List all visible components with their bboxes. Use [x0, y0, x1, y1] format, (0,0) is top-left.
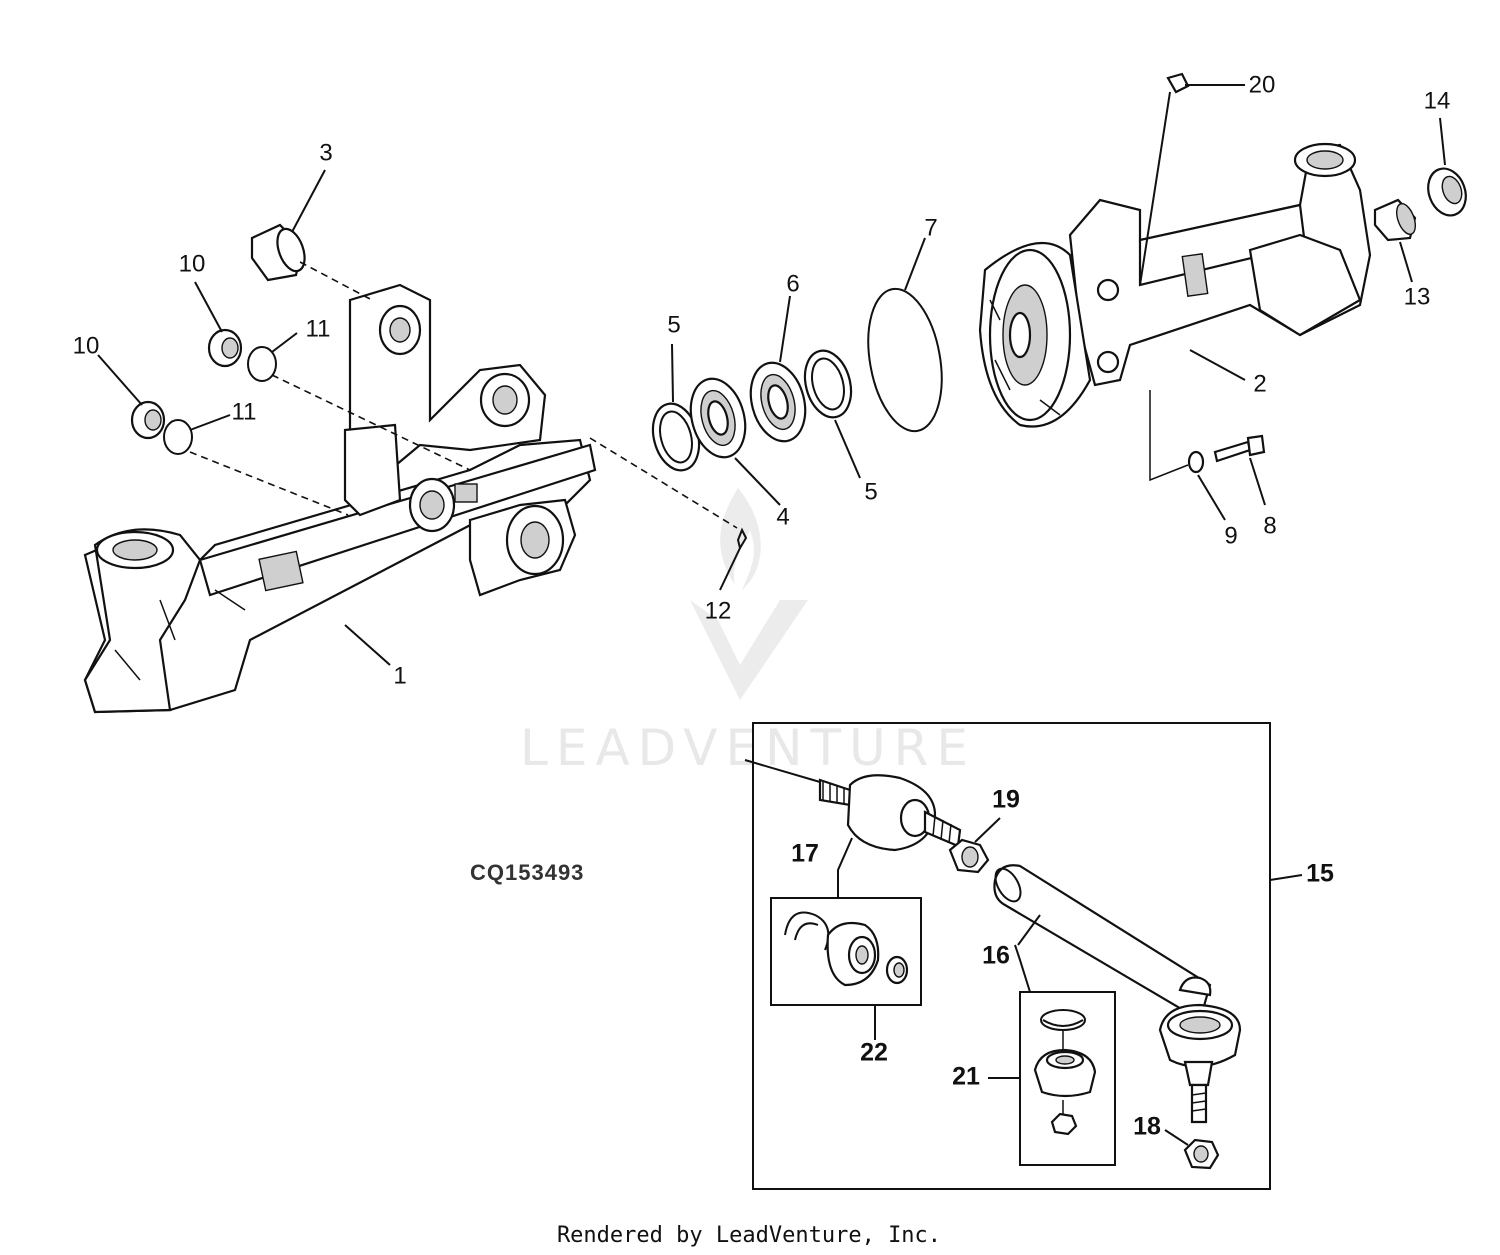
bushing-part-14[interactable] [1422, 163, 1472, 220]
callout-labels: 3 10 11 10 11 5 6 7 4 5 12 1 20 14 13 2 … [73, 71, 1451, 1140]
tie-rod-end-part-17[interactable] [818, 774, 962, 852]
footer-credit: Rendered by LeadVenture, Inc. [557, 1223, 941, 1248]
boot-kit-part-22[interactable] [770, 897, 922, 1006]
leader-lines-top [97, 84, 1446, 666]
callout-20: 20 [1249, 71, 1276, 98]
o-ring-part-11a[interactable] [247, 346, 277, 382]
boot-kit-part-21[interactable] [1019, 991, 1116, 1166]
watermark-text: LEADVENTURE [520, 719, 976, 777]
callout-5b: 5 [864, 478, 877, 505]
callout-15: 15 [1306, 860, 1334, 888]
callout-4: 4 [776, 503, 789, 530]
assembly-dashed-lines [189, 261, 738, 529]
bushing-part-3[interactable] [250, 223, 310, 282]
bolt-part-8[interactable] [1213, 434, 1266, 463]
callout-10b: 10 [73, 332, 100, 359]
callout-22: 22 [860, 1039, 888, 1067]
callout-18: 18 [1133, 1113, 1161, 1141]
callout-17: 17 [791, 840, 819, 868]
tie-rod-part-16[interactable] [990, 864, 1242, 1124]
grease-fitting-part-20[interactable] [1166, 72, 1190, 94]
callout-8: 8 [1263, 512, 1276, 539]
leader-lines-inset [744, 759, 1189, 1146]
callout-16: 16 [982, 942, 1010, 970]
callout-9: 9 [1224, 522, 1237, 549]
bushing-part-10a[interactable] [207, 328, 243, 368]
watermark-flame-icon [720, 488, 761, 590]
leadventure-watermark: LEADVENTURE [520, 488, 976, 777]
o-ring-part-11b[interactable] [163, 419, 193, 455]
callout-1: 1 [393, 662, 406, 689]
o-ring-part-7[interactable] [858, 283, 952, 437]
nut-part-18[interactable] [1183, 1138, 1220, 1170]
watermark-logo-icon [690, 600, 808, 700]
washer-part-9[interactable] [1187, 450, 1205, 474]
callout-11a: 11 [306, 315, 331, 342]
callout-7: 7 [924, 214, 937, 241]
axle-housing-right[interactable] [978, 142, 1372, 428]
axle-housing-left[interactable] [83, 283, 597, 714]
callout-5a: 5 [667, 311, 680, 338]
shim-part-5b[interactable] [798, 345, 858, 422]
callout-11b: 11 [232, 398, 257, 425]
callout-3: 3 [319, 139, 332, 166]
callout-10a: 10 [179, 250, 206, 277]
bearing-part-6[interactable] [743, 357, 814, 448]
bushing-part-10b[interactable] [130, 400, 166, 440]
callout-19: 19 [992, 786, 1020, 814]
bearing-part-4[interactable] [683, 373, 754, 464]
jam-nut-part-19[interactable] [948, 838, 990, 874]
callout-21: 21 [952, 1063, 980, 1091]
callout-12: 12 [705, 597, 732, 624]
tie-rod-inset-box [752, 722, 1303, 1190]
callout-14: 14 [1424, 87, 1451, 114]
bushing-part-13[interactable] [1373, 198, 1419, 242]
callout-6: 6 [786, 270, 799, 297]
pin-part-12[interactable] [736, 527, 748, 551]
figure-id: CQ153493 [470, 860, 584, 885]
callout-2: 2 [1253, 370, 1266, 397]
callout-13: 13 [1404, 283, 1431, 310]
